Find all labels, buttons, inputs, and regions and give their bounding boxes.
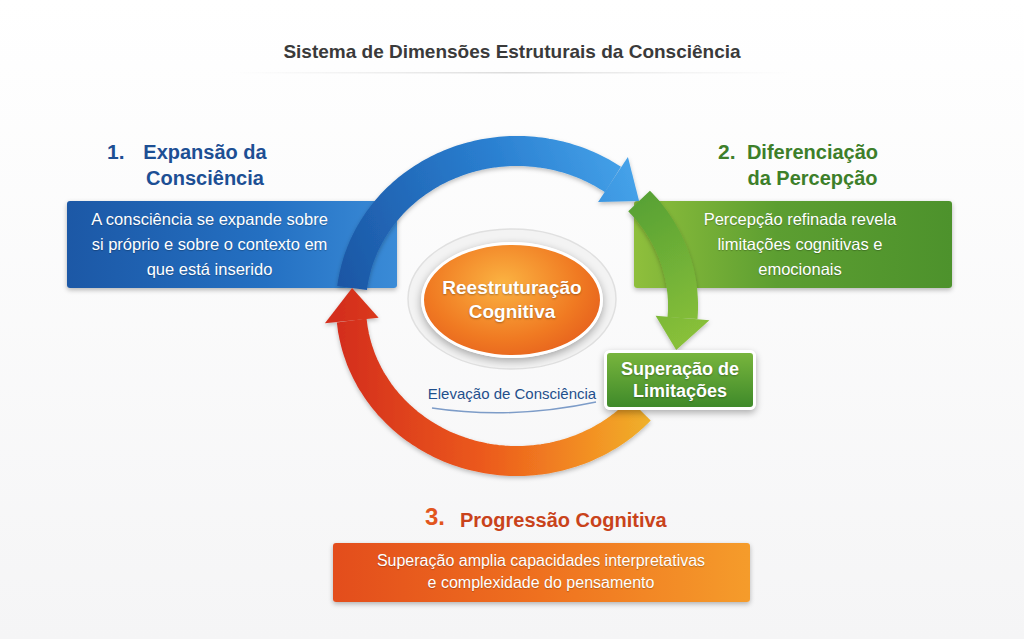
stage-box: Superação de Limitações xyxy=(604,350,756,410)
stage-heading: Expansão da Consciência xyxy=(120,139,290,191)
core-circle: Reestruturação Cognitiva xyxy=(421,242,603,358)
stage-text: Percepção refinada revela limitações cog… xyxy=(690,207,910,282)
diagram-title: Sistema de Dimensões Estruturais da Cons… xyxy=(0,40,1024,64)
title-rule xyxy=(230,72,794,74)
stage-band: 1.Expansão da ConsciênciaA consciência s… xyxy=(67,201,397,288)
stage-text: Superação amplia capacidades interpretat… xyxy=(373,550,709,594)
callout-number: 3. xyxy=(425,503,445,531)
callout-number: 2. xyxy=(718,139,736,165)
arrow-head xyxy=(325,288,379,323)
stage-heading: Progressão Cognitiva xyxy=(460,507,720,533)
cycle-label: Elevação de Consciência xyxy=(402,384,622,404)
label-swoosh xyxy=(432,402,596,413)
stage-text: A consciência se expande sobre si própri… xyxy=(87,207,332,282)
stage-box-text: Superação de Limitações xyxy=(610,358,750,402)
arrow-head xyxy=(598,157,639,202)
core-text: Reestruturação Cognitiva xyxy=(432,276,592,324)
stage-band: 2.Diferenciação da PercepçãoPercepção re… xyxy=(634,201,952,288)
arrow-head xyxy=(656,316,710,350)
stage-band: 3.Progressão CognitivaSuperação amplia c… xyxy=(333,543,750,602)
callout-number: 1. xyxy=(107,139,125,165)
stage-heading: Diferenciação da Percepção xyxy=(740,139,885,191)
center-halo xyxy=(408,229,616,369)
